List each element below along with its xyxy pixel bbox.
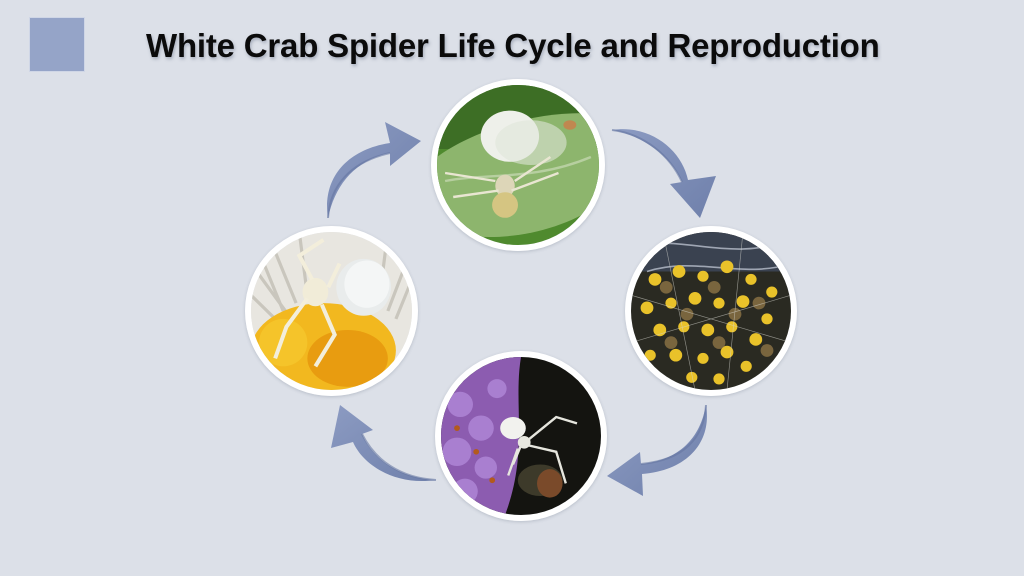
stage-photo-hunting: White crab spider catching beetle on pur… — [435, 351, 607, 521]
stage-photo-egg-sac: Female crab spider guarding egg sac on l… — [431, 79, 605, 251]
adult-spider-image — [251, 232, 412, 390]
egg-sac-image — [437, 85, 599, 245]
hunting-spider-image — [441, 357, 601, 515]
arrow-top-to-right-icon — [611, 129, 716, 218]
stage-photo-spiderlings: Cluster of spiderlings on web — [625, 226, 797, 396]
slide-title: White Crab Spider Life Cycle and Reprodu… — [146, 27, 880, 64]
arrow-left-to-top-icon — [327, 122, 421, 219]
spiderlings-image — [631, 232, 791, 390]
arrow-bottom-to-left-icon — [331, 405, 437, 482]
accent-square — [30, 18, 84, 71]
stage-photo-adult: Adult white crab spider on daisy — [245, 226, 418, 396]
arrow-right-to-bottom-icon — [607, 404, 707, 496]
